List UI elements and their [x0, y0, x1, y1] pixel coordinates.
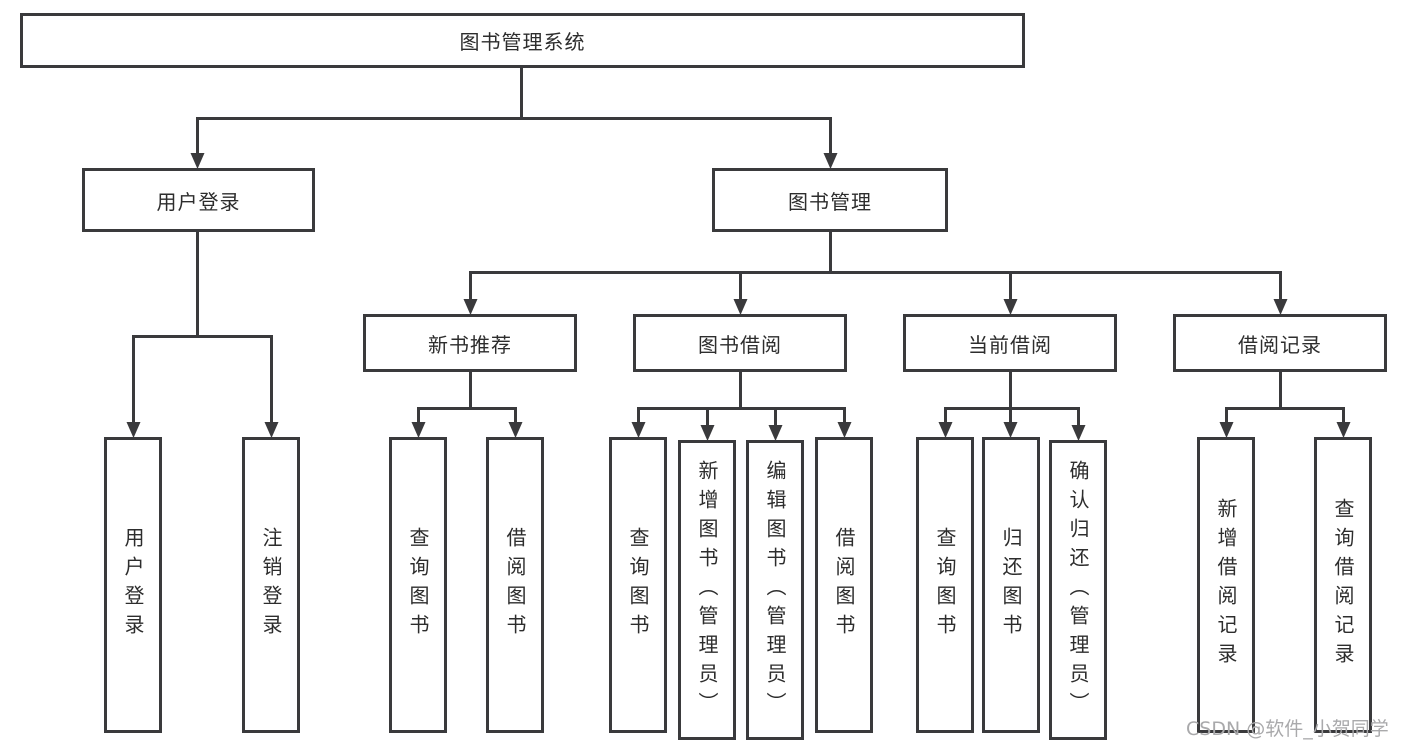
node-current-borrow: 当前借阅 — [903, 314, 1117, 372]
leaf-borrow-edit-books-admin: 编辑图书（管理员） — [746, 440, 804, 740]
node-library-management-system: 图书管理系统 — [20, 13, 1025, 68]
leaf-current-query-books: 查询图书 — [916, 437, 974, 733]
leaf-current-return-books: 归还图书 — [982, 437, 1040, 733]
leaf-records-add-record: 新增借阅记录 — [1197, 437, 1255, 733]
node-book-borrow: 图书借阅 — [633, 314, 847, 372]
node-borrow-records: 借阅记录 — [1173, 314, 1387, 372]
leaf-user-login: 用户登录 — [104, 437, 162, 733]
leaf-borrow-borrow-books: 借阅图书 — [815, 437, 873, 733]
leaf-recommend-query-books: 查询图书 — [389, 437, 447, 733]
node-user-login-branch: 用户登录 — [82, 168, 315, 232]
node-book-management-branch: 图书管理 — [712, 168, 948, 232]
leaf-records-query-record: 查询借阅记录 — [1314, 437, 1372, 733]
leaf-borrow-add-books-admin: 新增图书（管理员） — [678, 440, 736, 740]
node-new-book-recommend: 新书推荐 — [363, 314, 577, 372]
leaf-recommend-borrow-books: 借阅图书 — [486, 437, 544, 733]
leaf-current-confirm-return-admin: 确认归还（管理员） — [1049, 440, 1107, 740]
leaf-logout-login: 注销登录 — [242, 437, 300, 733]
leaf-borrow-query-books: 查询图书 — [609, 437, 667, 733]
csdn-watermark: CSDN @软件_小贺同学 — [1186, 718, 1389, 740]
